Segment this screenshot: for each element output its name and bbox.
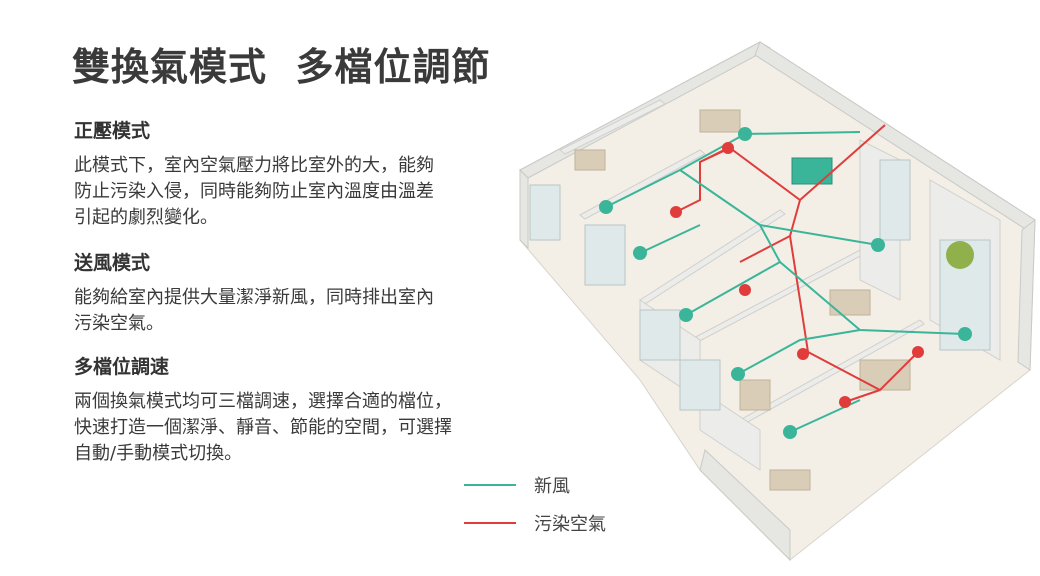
section-supply-air: 送風模式 能夠給室內提供大量潔淨新風，同時排出室內 污染空氣。 bbox=[74, 248, 514, 337]
section-body: 兩個換氣模式均可三檔調速，選擇合適的檔位， 快速打造一個潔淨、靜音、節能的空間，… bbox=[74, 391, 452, 464]
fresh-air-line-swatch bbox=[464, 484, 516, 486]
page-title: 雙換氣模式 多檔位調節 bbox=[72, 45, 491, 89]
section-body: 此模式下，室內空氣壓力將比室外的大，能夠 防止污染入侵，同時能夠防止室內溫度由溫… bbox=[74, 155, 434, 228]
section-heading: 送風模式 bbox=[74, 252, 151, 274]
section-heading: 多檔位調速 bbox=[74, 356, 170, 378]
polluted-air-line-swatch bbox=[464, 522, 516, 524]
apartment-airflow-illustration bbox=[519, 41, 1036, 562]
fresh-air-ducts bbox=[605, 131, 966, 433]
polluted-air-ducts bbox=[675, 124, 919, 403]
legend-label: 新風 bbox=[534, 476, 570, 497]
section-positive-pressure: 正壓模式 此模式下，室內空氣壓力將比室外的大，能夠 防止污染入侵，同時能夠防止室… bbox=[74, 116, 514, 231]
plant-icon bbox=[946, 241, 974, 269]
windows bbox=[529, 159, 991, 411]
section-body: 能夠給室內提供大量潔淨新風，同時排出室內 污染空氣。 bbox=[74, 287, 434, 334]
ventilation-unit bbox=[791, 157, 833, 185]
fresh-air-vents bbox=[599, 127, 972, 439]
section-heading: 正壓模式 bbox=[74, 120, 151, 142]
legend-label: 污染空氣 bbox=[534, 514, 606, 535]
polluted-air-vents bbox=[670, 142, 924, 408]
section-multi-speed: 多檔位調速 兩個換氣模式均可三檔調速，選擇合適的檔位， 快速打造一個潔淨、靜音、… bbox=[74, 352, 514, 467]
